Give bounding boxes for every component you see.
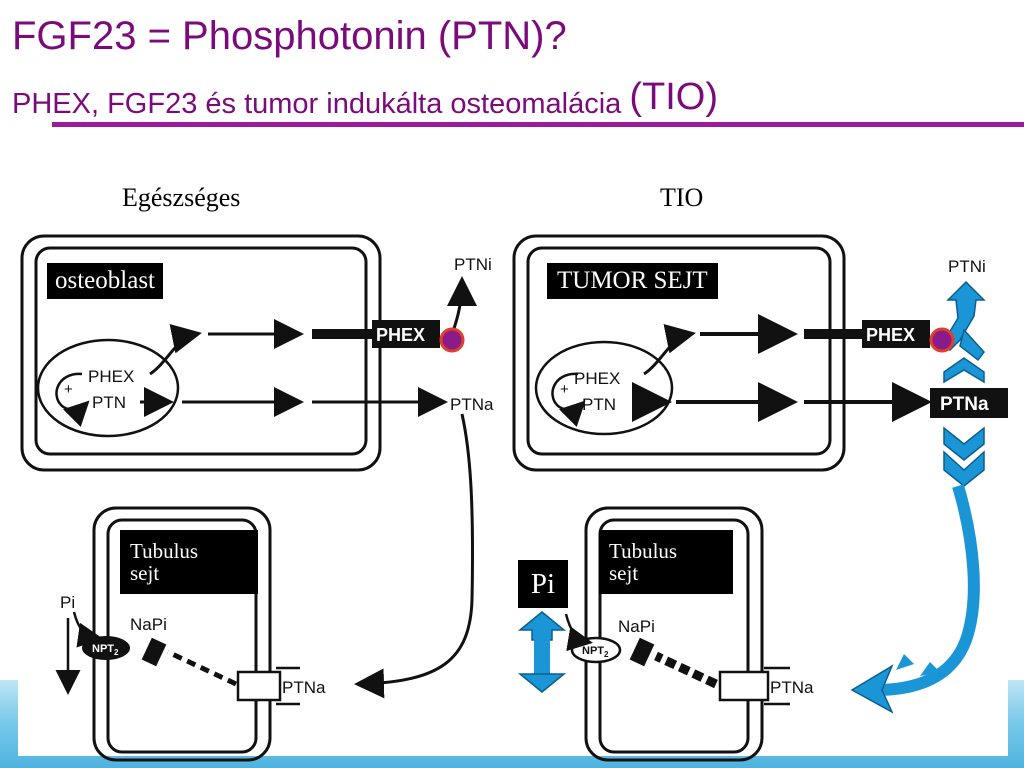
tumor-nucleus (534, 340, 674, 436)
slide-title: FGF23 = Phosphotonin (PTN)? (12, 14, 567, 58)
left-pi-label: Pi (60, 593, 75, 612)
ptni-arrow-left (446, 276, 477, 335)
osteoblast-cell-inner (34, 246, 368, 456)
tubule-label-right: Tubulus sejt (599, 530, 733, 594)
right-ptna-label: PTNa (940, 394, 989, 415)
right-phex-inner-label: PHEX (574, 369, 620, 388)
left-ptn-inner-label: PTN (92, 393, 126, 412)
slide-subtitle-main: PHEX, FGF23 és tumor indukálta osteomalá… (12, 88, 622, 120)
right-phex-box-label: PHEX (866, 325, 915, 345)
ptna-receptor-right (718, 670, 770, 702)
phex-enzyme-box-left (372, 320, 440, 348)
pi-label-right: Pi (518, 560, 568, 608)
ptna-to-kidney-blue-arrow (875, 484, 980, 696)
ptni-blue-chevron-arrow (945, 280, 986, 352)
napi-block-left (141, 637, 167, 667)
osteoblast-label: osteoblast (47, 263, 163, 299)
left-phex-box-label: PHEX (376, 325, 425, 345)
left-ptni-label: PTNi (454, 255, 492, 274)
pi-blue-arrow-up (517, 611, 567, 641)
tubule-cell-inner-left (106, 518, 258, 754)
phex-site-marker-right (929, 327, 955, 353)
tumor-cell-inner (526, 246, 832, 456)
right-napi-label: NaPi (618, 617, 655, 636)
inhibition-dashed-line-right (654, 651, 718, 689)
ptna-blue-arrow-spikes (896, 654, 940, 676)
phex-enzyme-box-right (862, 320, 930, 348)
ptna-receptor-left (236, 670, 282, 702)
right-ptni-label: PTNi (948, 257, 986, 276)
left-napi-label: NaPi (130, 615, 167, 634)
ptna-blue-chevron-1 (943, 426, 985, 461)
tubule-label-right-line2: sejt (609, 561, 639, 585)
tumor-phex-curve-arrow (643, 324, 696, 376)
ptna-to-kidney-blue-arrowhead (850, 664, 894, 714)
left-ptna-label: PTNa (450, 395, 494, 414)
osteoblast-phex-curve-arrow (149, 324, 202, 376)
inhibition-dashed-line-left (166, 649, 238, 687)
column-heading-healthy: Egészséges (122, 183, 241, 212)
pi-blue-arrow-down (517, 673, 567, 693)
slide-subtitle-tail: (TIO) (629, 76, 718, 118)
right-npt-label: NPT2 (582, 645, 609, 659)
ptna-receptor-bracket-right (764, 666, 790, 706)
right-plus-sign: + (560, 381, 569, 398)
column-heading-tio: TIO (660, 183, 704, 212)
phex-site-marker-left (439, 327, 465, 353)
ptna-secreted-box-right (930, 388, 1008, 418)
left-ptna-receptor-label: PTNa (282, 678, 326, 697)
napi-block-right (629, 637, 655, 667)
tubule-label-left-line2: sejt (130, 561, 160, 585)
ptni-blue-branch (959, 328, 985, 362)
osteoblast-nucleus (36, 338, 180, 438)
right-ptna-receptor-label: PTNa (770, 678, 814, 697)
right-ptn-inner-label: PTN (582, 395, 616, 414)
tubule-label-right-line1: Tubulus (609, 539, 678, 563)
osteoblast-cell-outer (20, 234, 382, 472)
ptna-to-kidney-arrow-left (354, 413, 474, 699)
tubule-label-left-line1: Tubulus (130, 539, 199, 563)
pi-blue-arrow-shaft (534, 638, 550, 674)
tumor-feedback-arrow (551, 372, 586, 427)
tubule-cell-inner-right (598, 518, 750, 754)
pi-uptake-arrow-left (72, 611, 103, 648)
left-npt-label: NPT2 (92, 643, 119, 657)
left-phex-inner-label: PHEX (88, 367, 134, 386)
tubule-label-left: Tubulus sejt (120, 530, 258, 594)
tumor-cell-outer (512, 234, 846, 472)
ptni-blue-chevron-lower (943, 357, 985, 384)
osteoblast-feedback-arrow (55, 372, 90, 427)
left-plus-sign: + (64, 381, 73, 398)
title-underline (52, 122, 1024, 127)
tumor-cell-label: TUMOR SEJT (547, 263, 718, 299)
ptna-receptor-bracket-left (276, 666, 300, 706)
ptna-blue-chevron-2 (943, 450, 985, 487)
slide-subtitle: PHEX, FGF23 és tumor indukálta osteomalá… (12, 76, 718, 123)
pi-uptake-arrow-right (564, 613, 593, 652)
